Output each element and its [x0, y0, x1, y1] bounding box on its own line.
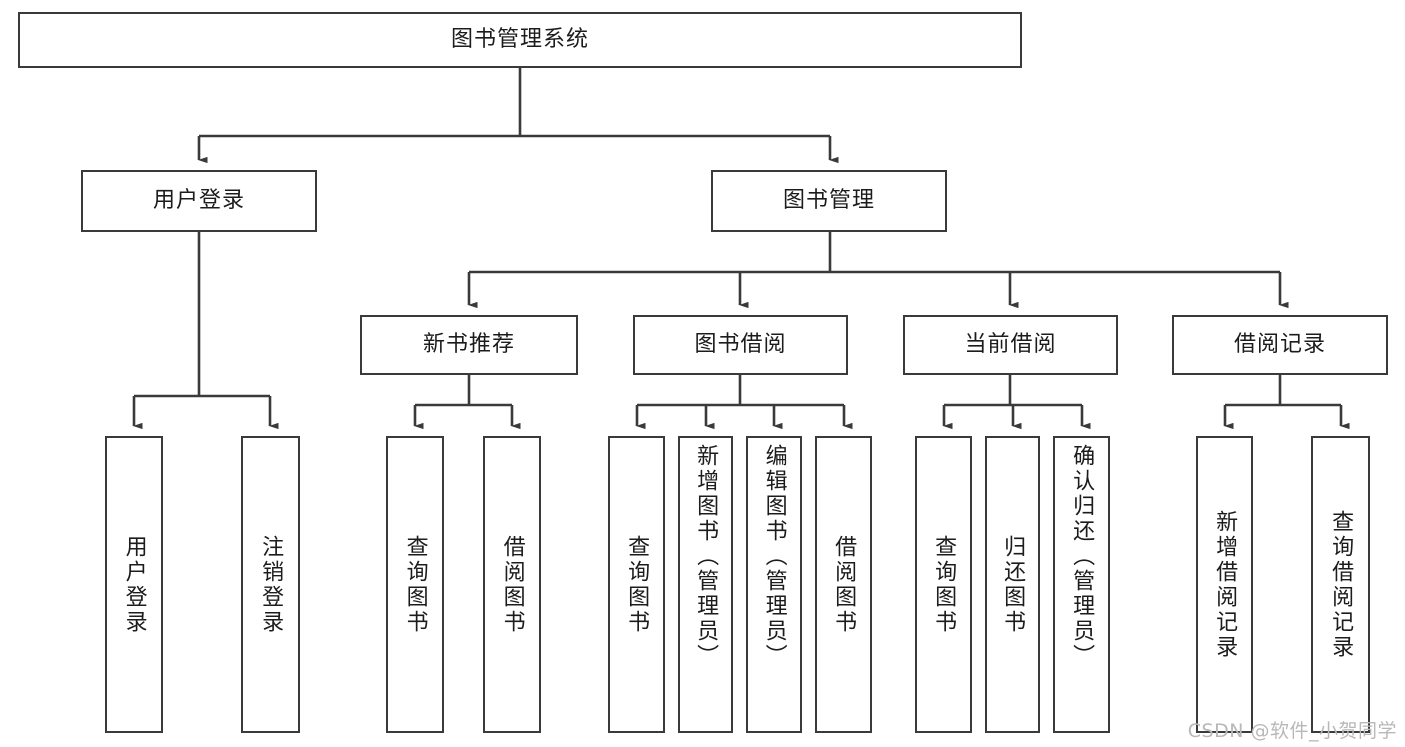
leaf-logout[interactable]: 注销登录	[241, 436, 300, 733]
node-book-manage-label: 图书管理	[782, 187, 875, 213]
leaf-cb-query-book[interactable]: 查询图书	[915, 436, 972, 733]
leaf-user-login-label: 用户登录	[121, 534, 147, 635]
node-book-borrow[interactable]: 图书借阅	[633, 315, 848, 375]
leaf-cb-return-book[interactable]: 归还图书	[985, 436, 1040, 733]
node-new-book-recommend-label: 新书推荐	[422, 331, 515, 357]
node-new-book-recommend[interactable]: 新书推荐	[360, 315, 578, 375]
node-root[interactable]: 图书管理系统	[18, 12, 1022, 68]
node-root-label: 图书管理系统	[450, 26, 589, 52]
leaf-cb-return-book-label: 归还图书	[1000, 534, 1026, 635]
leaf-cb-confirm-return[interactable]: 确认归还（管理员）	[1053, 436, 1110, 733]
node-current-borrow-label: 当前借阅	[964, 331, 1057, 357]
leaf-br-query-record-label: 查询借阅记录	[1328, 509, 1354, 660]
leaf-nb-borrow-book[interactable]: 借阅图书	[483, 436, 541, 733]
leaf-bb-add-book[interactable]: 新增图书（管理员）	[678, 436, 733, 733]
leaf-bb-edit-book-label: 编辑图书（管理员）	[761, 444, 787, 669]
leaf-bb-borrow-book-label: 借阅图书	[831, 534, 857, 635]
leaf-cb-confirm-return-label: 确认归还（管理员）	[1069, 444, 1095, 669]
leaf-br-query-record[interactable]: 查询借阅记录	[1311, 436, 1370, 733]
node-user-login[interactable]: 用户登录	[81, 170, 317, 232]
leaf-user-login[interactable]: 用户登录	[105, 436, 163, 733]
node-borrow-record-label: 借阅记录	[1233, 331, 1326, 357]
leaf-logout-label: 注销登录	[258, 534, 284, 635]
leaf-bb-query-book[interactable]: 查询图书	[608, 436, 665, 733]
leaf-br-add-record-label: 新增借阅记录	[1212, 509, 1238, 660]
leaf-bb-borrow-book[interactable]: 借阅图书	[815, 436, 872, 733]
node-user-login-label: 用户登录	[152, 187, 245, 213]
leaf-nb-query-book[interactable]: 查询图书	[386, 436, 444, 733]
node-book-manage[interactable]: 图书管理	[711, 170, 947, 232]
node-borrow-record[interactable]: 借阅记录	[1172, 315, 1388, 375]
leaf-bb-edit-book[interactable]: 编辑图书（管理员）	[746, 436, 802, 733]
node-book-borrow-label: 图书借阅	[694, 331, 787, 357]
leaf-nb-borrow-book-label: 借阅图书	[499, 534, 525, 635]
node-current-borrow[interactable]: 当前借阅	[903, 315, 1118, 375]
leaf-nb-query-book-label: 查询图书	[402, 534, 428, 635]
leaf-cb-query-book-label: 查询图书	[931, 534, 957, 635]
leaf-bb-query-book-label: 查询图书	[624, 534, 650, 635]
leaf-br-add-record[interactable]: 新增借阅记录	[1196, 436, 1253, 733]
leaf-bb-add-book-label: 新增图书（管理员）	[693, 444, 719, 669]
